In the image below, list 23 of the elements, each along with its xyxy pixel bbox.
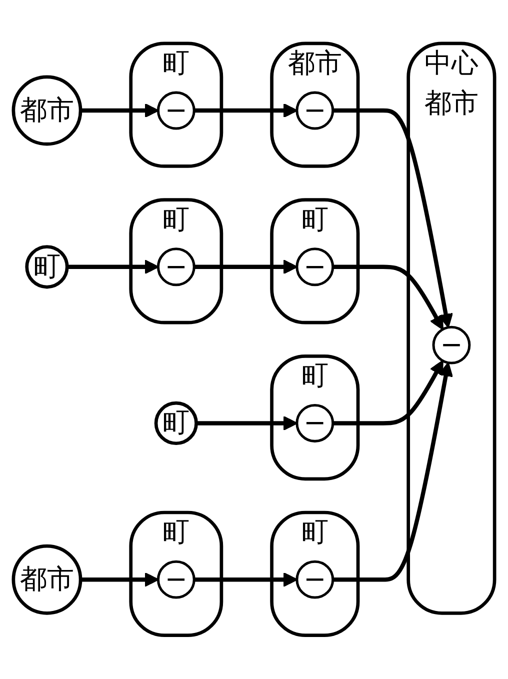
node-circle: − <box>156 91 196 130</box>
arrow <box>194 103 298 118</box>
node-circle: − <box>156 560 196 599</box>
node-circle: − <box>296 91 334 130</box>
arrow <box>194 572 298 588</box>
node-circle: 町 <box>154 402 198 446</box>
arrow <box>332 264 444 330</box>
arrow <box>67 260 159 274</box>
node-circle: 町 <box>25 245 69 289</box>
arrow <box>80 572 159 588</box>
node-circle: − <box>296 248 334 286</box>
arrow <box>332 362 454 582</box>
node-circle: 都市 <box>12 75 82 146</box>
arrow <box>80 103 159 118</box>
arrow <box>332 360 444 426</box>
node-circle: − <box>296 404 334 443</box>
arrow <box>196 416 298 431</box>
node-circle: − <box>296 560 334 599</box>
arrow <box>332 108 454 328</box>
arrow <box>194 260 298 274</box>
node-circle: 都市 <box>12 544 82 615</box>
node-circle: − <box>156 248 196 286</box>
node-circle: − <box>432 326 471 364</box>
